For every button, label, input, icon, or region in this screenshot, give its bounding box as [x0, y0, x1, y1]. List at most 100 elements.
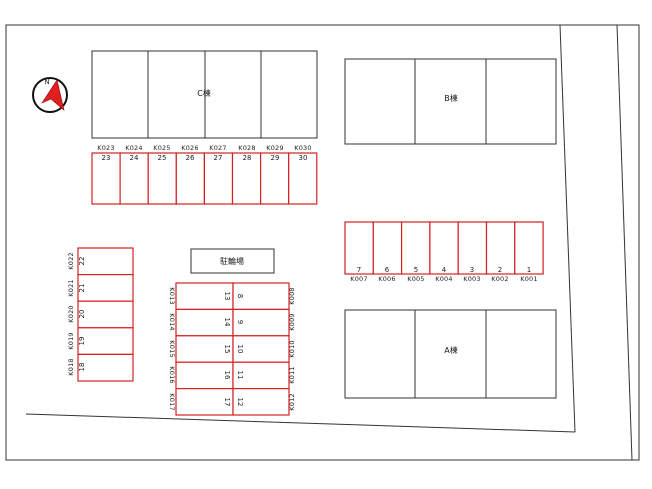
north-label: N — [44, 78, 49, 86]
north-arrow-icon: N — [32, 77, 68, 113]
parking-stall[interactable] — [232, 388, 290, 416]
stall-code: K017 — [168, 393, 176, 410]
stall-code: K025 — [153, 144, 170, 152]
stall-number: 10 — [236, 345, 244, 354]
stall-code: K026 — [181, 144, 198, 152]
stall-number: 16 — [223, 371, 231, 380]
building-b: B棟 — [344, 58, 557, 145]
parking-stall[interactable] — [344, 221, 374, 275]
stall-number: 18 — [78, 363, 86, 372]
stall-code: K005 — [407, 275, 424, 283]
stall-number: 11 — [236, 371, 244, 380]
property-line-right — [559, 24, 576, 433]
stall-block-center: K013 K014 K015 K016 K017 13 14 15 16 17 … — [168, 282, 296, 416]
parking-stall[interactable] — [288, 152, 318, 205]
stall-number: 4 — [442, 266, 447, 274]
parking-stall[interactable] — [91, 152, 121, 205]
building-c: C棟 — [91, 50, 318, 139]
stall-code: K008 — [288, 287, 296, 304]
building-c-label: C棟 — [197, 88, 211, 98]
property-line-bottom — [25, 413, 576, 433]
parking-stall[interactable] — [232, 335, 290, 363]
parking-stall[interactable] — [77, 327, 134, 355]
stall-number: 6 — [385, 266, 390, 274]
stall-code: K022 — [67, 252, 75, 269]
parking-stall[interactable] — [77, 247, 134, 276]
stall-code: K001 — [520, 275, 537, 283]
parking-stall[interactable] — [77, 353, 134, 382]
stall-number: 25 — [158, 154, 167, 162]
stall-number: 29 — [271, 154, 280, 162]
stall-code: K003 — [463, 275, 480, 283]
stall-number: 5 — [414, 266, 418, 274]
stall-code: K019 — [67, 332, 75, 349]
building-b-label: B棟 — [444, 93, 458, 103]
parking-stall[interactable] — [175, 388, 234, 416]
stall-code: K007 — [350, 275, 367, 283]
road-line-right — [616, 24, 633, 461]
parking-stall[interactable] — [232, 308, 290, 337]
stall-code: K015 — [168, 340, 176, 357]
stall-number: 12 — [236, 398, 244, 407]
parking-stall[interactable] — [175, 282, 234, 310]
stall-code: K029 — [266, 144, 283, 152]
stall-code: K024 — [125, 144, 142, 152]
stall-number: 27 — [214, 154, 223, 162]
stall-number: 22 — [78, 257, 86, 266]
stall-code: K010 — [288, 340, 296, 357]
bicycle-parking-label: 駐輪場 — [220, 256, 244, 266]
building-a-label: A棟 — [444, 345, 457, 355]
stall-code: K016 — [168, 366, 176, 383]
stall-code: K018 — [67, 358, 75, 375]
parking-stall[interactable] — [77, 274, 134, 302]
stall-number: 14 — [223, 318, 231, 327]
parking-stall[interactable] — [429, 221, 459, 275]
stall-code: K006 — [378, 275, 395, 283]
stall-number: 1 — [527, 266, 531, 274]
stall-code: K021 — [67, 279, 75, 296]
parking-stall[interactable] — [232, 361, 290, 390]
stall-number: 26 — [186, 154, 195, 162]
stall-code: K004 — [435, 275, 452, 283]
stall-row-top: K023 K024 K025 K026 K027 K028 K029 K030 … — [91, 144, 318, 205]
parking-stall[interactable] — [260, 152, 290, 205]
bicycle-parking: 駐輪場 — [190, 248, 275, 274]
stall-number: 21 — [78, 284, 86, 293]
stall-code: K009 — [288, 313, 296, 330]
stall-code: K023 — [97, 144, 114, 152]
stall-code: K014 — [168, 313, 176, 330]
stall-column-left: K022 K021 K020 K019 K018 22 21 20 19 18 — [67, 247, 134, 382]
parking-stall[interactable] — [514, 221, 544, 275]
stall-row-right: 7 6 5 4 3 2 1 K007 K006 K005 K004 K003 K… — [344, 221, 544, 283]
stall-number: 24 — [130, 154, 139, 162]
parking-stall[interactable] — [119, 152, 149, 205]
stall-number: 28 — [243, 154, 252, 162]
stall-number: 9 — [236, 320, 244, 324]
stall-number: 8 — [236, 294, 244, 298]
stall-number: 19 — [78, 337, 86, 346]
parking-stall[interactable] — [147, 152, 177, 205]
stall-number: 17 — [223, 398, 231, 407]
stall-number: 2 — [498, 266, 502, 274]
stall-code: K011 — [288, 366, 296, 383]
stall-number: 7 — [357, 266, 361, 274]
stall-code: K028 — [238, 144, 255, 152]
stall-code: K030 — [294, 144, 311, 152]
parking-stall[interactable] — [175, 152, 206, 205]
building-a: A棟 — [344, 309, 557, 399]
parking-stall[interactable] — [457, 221, 488, 275]
stall-number: 23 — [102, 154, 111, 162]
stall-code: K002 — [491, 275, 508, 283]
stall-code: K027 — [209, 144, 226, 152]
stall-code: K020 — [67, 305, 75, 322]
parking-stall[interactable] — [77, 300, 134, 329]
stall-number: 30 — [299, 154, 308, 162]
parking-stall[interactable] — [485, 221, 516, 275]
stall-code: K012 — [288, 393, 296, 410]
parking-stall[interactable] — [231, 152, 262, 205]
parking-stall[interactable] — [175, 335, 234, 363]
stall-code: K013 — [168, 287, 176, 304]
stall-number: 20 — [78, 310, 86, 319]
stall-number: 15 — [223, 345, 231, 354]
